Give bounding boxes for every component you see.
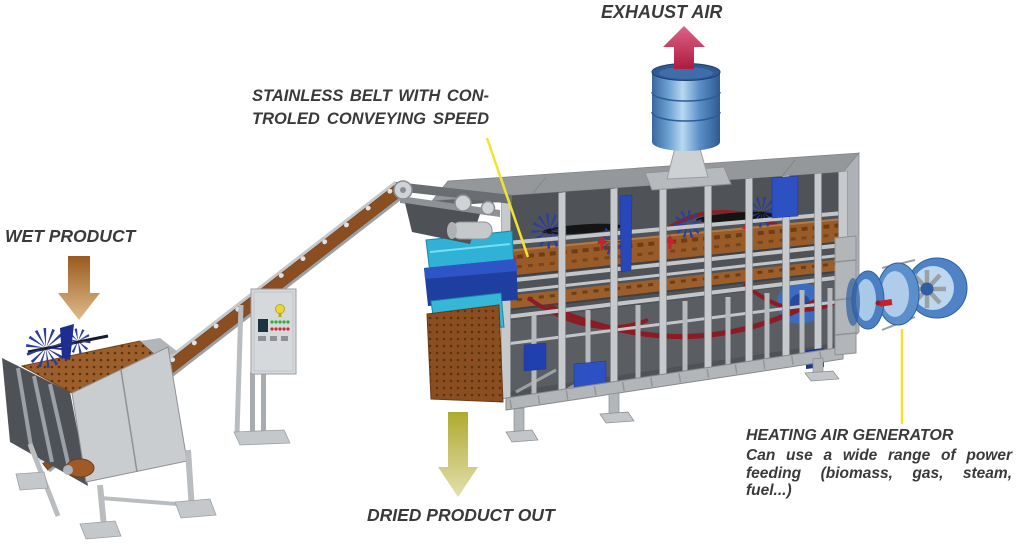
callout-line-stainless-belt bbox=[485, 137, 530, 258]
heating-generator-title: HEATING AIR GENERATOR bbox=[746, 427, 954, 444]
exhaust-stack bbox=[644, 63, 732, 191]
base-beam bbox=[505, 346, 844, 411]
cabinet-indicator-leds bbox=[270, 320, 290, 331]
cabinet-switches bbox=[258, 336, 288, 341]
cabinet-door bbox=[250, 288, 297, 375]
wet-product-label: WET PRODUCT bbox=[5, 226, 136, 246]
generator-burner-valve bbox=[878, 299, 893, 307]
wet-product-tipper bbox=[2, 324, 217, 540]
stainless-belt-label: STAINLESS BELT WITH CON- TROLED CONVEYIN… bbox=[252, 85, 489, 131]
brand-logo bbox=[275, 304, 285, 314]
dried-product-out-label: DRIED PRODUCT OUT bbox=[367, 505, 555, 525]
heating-generator-desc-line1: Can use a wide range of power bbox=[746, 447, 1012, 464]
exhaust-air-label: EXHAUST AIR bbox=[601, 2, 723, 22]
stainless-belt-label-line2: TROLED CONVEYING SPEED bbox=[252, 110, 489, 128]
heating-air-generator-label: HEATING AIR GENERATOR Can use a wide ran… bbox=[746, 427, 1012, 500]
conveyor-drive-motor bbox=[451, 221, 493, 240]
exhaust-air-arrow-icon bbox=[663, 26, 705, 69]
tipper-frame bbox=[15, 443, 217, 540]
heating-generator-desc-line3: fuel...) bbox=[746, 482, 792, 499]
conveyor-head bbox=[393, 180, 512, 244]
cabinet-display bbox=[258, 319, 268, 332]
stainless-belt-label-line1: STAINLESS BELT WITH CON- bbox=[252, 87, 489, 105]
dried-product-mat bbox=[426, 304, 504, 403]
wet-product-arrow-icon bbox=[58, 256, 100, 320]
tipper-agitator-brush bbox=[26, 324, 109, 368]
dryer-feed-section bbox=[424, 230, 518, 403]
dryer-legs bbox=[505, 357, 840, 443]
control-cabinet bbox=[233, 288, 297, 446]
dried-product-arrow-icon bbox=[438, 412, 478, 497]
heating-air-generator bbox=[834, 235, 968, 356]
heating-generator-desc-line2: feeding (biomass, gas, steam, bbox=[746, 464, 1012, 482]
